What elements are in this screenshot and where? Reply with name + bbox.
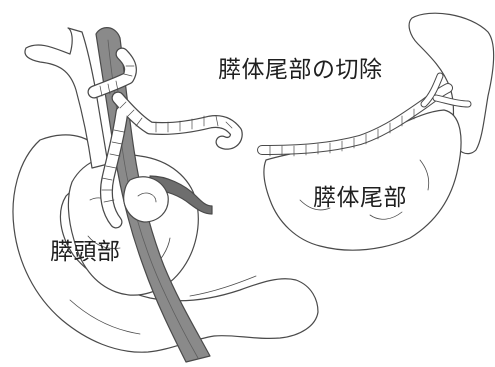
pancreas-neck bbox=[124, 177, 169, 222]
pancreas-head-label: 膵頭部 bbox=[50, 232, 121, 266]
pancreas-body-tail-label: 膵体尾部 bbox=[313, 178, 407, 212]
resection-label: 膵体尾部の切除 bbox=[218, 50, 383, 84]
